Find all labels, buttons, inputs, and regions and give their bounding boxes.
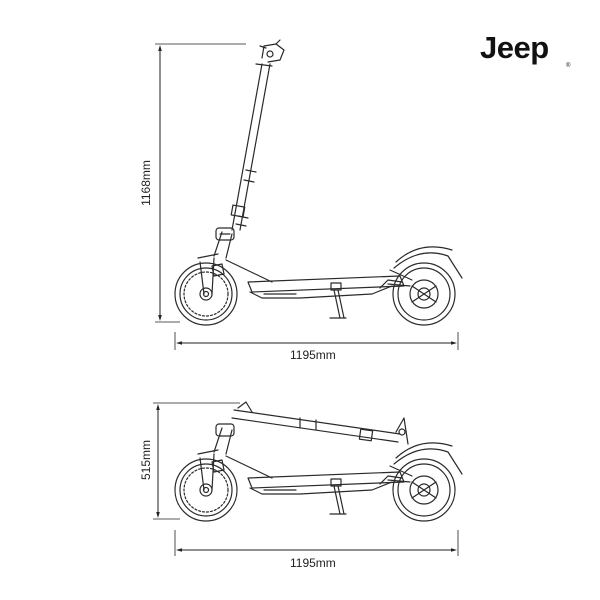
- front-wheel: [174, 262, 238, 326]
- rear-wheel: [392, 262, 456, 326]
- unfolded-dimension-lines: [155, 43, 459, 350]
- folded-front-wheel: [174, 458, 238, 522]
- unfolded-scooter: [174, 39, 463, 326]
- registered-mark: ®: [566, 63, 571, 69]
- folded-dimension-lines: [153, 402, 459, 556]
- logo-wordmark: Jeep: [480, 30, 549, 65]
- folded-rear-wheel: [392, 458, 456, 522]
- folded-length-label: 1195mm: [290, 556, 336, 570]
- unfolded-length-label: 1195mm: [290, 348, 336, 362]
- jeep-logo: Jeep: [480, 30, 590, 74]
- folded-scooter: [174, 401, 463, 522]
